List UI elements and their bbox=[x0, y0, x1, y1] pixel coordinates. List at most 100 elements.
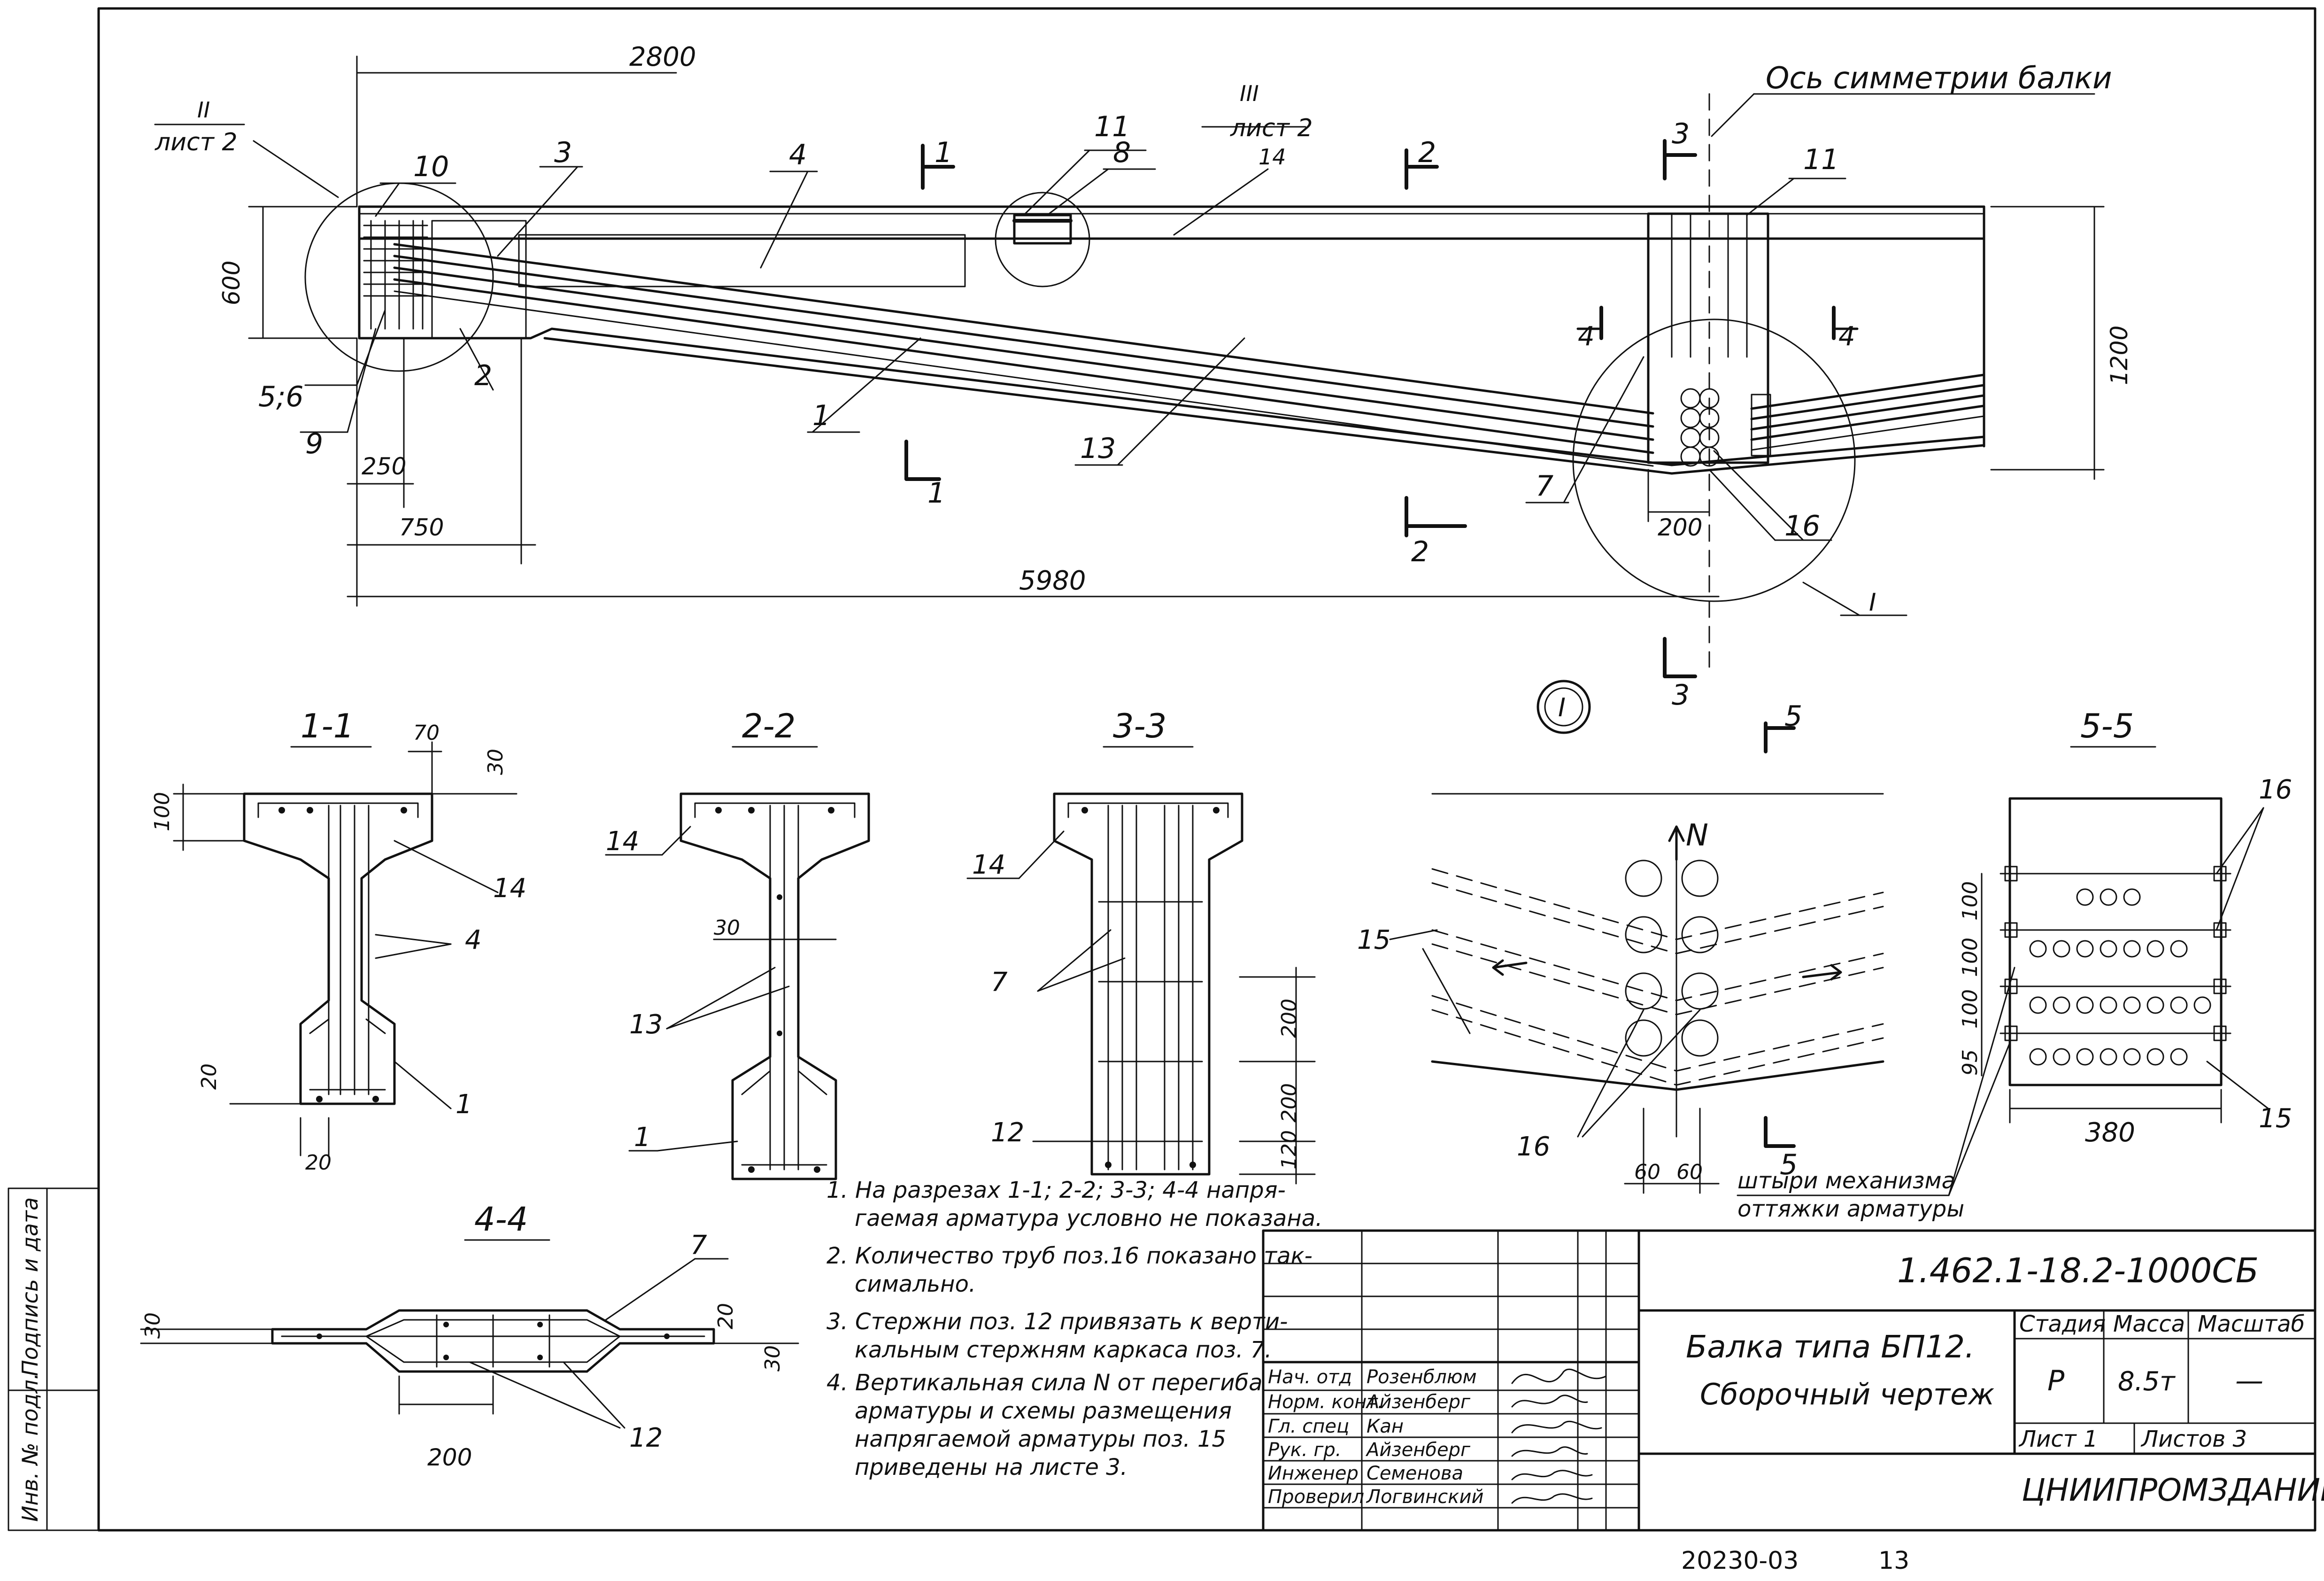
cut-3-top: 3 bbox=[1672, 117, 1690, 150]
s11-dim-20-bottom: 20 bbox=[305, 1151, 332, 1175]
section-1-1-title: 1-1 bbox=[301, 707, 354, 745]
sig-role-5: Инженер bbox=[1268, 1463, 1359, 1484]
s11-dim-70: 70 bbox=[413, 721, 440, 745]
dim-600: 600 bbox=[218, 261, 245, 305]
section-3-3-title: 3-3 bbox=[1113, 707, 1166, 745]
callout-10: 10 bbox=[413, 150, 449, 183]
organization: ЦНИИПРОМЗДАНИЙ bbox=[2022, 1472, 2324, 1508]
node-callout-15: 15 bbox=[1357, 925, 1390, 955]
sig-role-2: Норм. конт. bbox=[1268, 1391, 1383, 1413]
node-dim-60-a: 60 bbox=[1634, 1160, 1660, 1184]
sig-name-4: Айзенберг bbox=[1365, 1439, 1471, 1461]
bottom-page: 13 bbox=[1878, 1547, 1909, 1575]
sig-name-1: Розенблюм bbox=[1367, 1366, 1477, 1388]
cut-3-bottom: 3 bbox=[1672, 679, 1690, 712]
note-line-4: симально. bbox=[855, 1271, 976, 1297]
s11-dim-100: 100 bbox=[150, 792, 174, 831]
callout-1: 1 bbox=[812, 399, 830, 432]
mass-value: 8.5т bbox=[2118, 1366, 2176, 1397]
callout-7-main: 7 bbox=[1536, 470, 1553, 503]
s11-callout-4: 4 bbox=[465, 925, 482, 955]
dim-750: 750 bbox=[399, 514, 444, 541]
s44-callout-7: 7 bbox=[690, 1230, 707, 1261]
callout-11-top: 11 bbox=[1094, 110, 1130, 143]
section-5-5 bbox=[1981, 797, 2231, 1124]
sig-role-4: Рук. гр. bbox=[1268, 1439, 1342, 1461]
note-line-3: 2. Количество труб поз.16 показано так- bbox=[826, 1243, 1313, 1269]
s55-dim-100-b: 100 bbox=[1958, 938, 1982, 977]
callout-14-top: 14 bbox=[1259, 144, 1286, 170]
sig-name-3: Кан bbox=[1367, 1416, 1404, 1437]
note-line-1: 1. На разрезах 1-1; 2-2; 3-3; 4-4 напря- bbox=[826, 1177, 1286, 1203]
cut-2-top: 2 bbox=[1418, 136, 1436, 169]
dim-5980: 5980 bbox=[1019, 566, 1086, 596]
s22-dim-30: 30 bbox=[714, 916, 740, 940]
cut-1-top: 1 bbox=[934, 136, 952, 169]
callout-9: 9 bbox=[305, 427, 323, 460]
note-line-5: 3. Стержни поз. 12 привязать к верти- bbox=[826, 1309, 1288, 1335]
node-ref-III-num: III bbox=[1240, 81, 1259, 106]
section-5-5-title: 5-5 bbox=[2080, 707, 2134, 745]
sheet-frame bbox=[8, 7, 2316, 1532]
end-anchor-bars bbox=[363, 220, 428, 330]
node-ref-I: I bbox=[1869, 589, 1876, 617]
s55-dim-100-a: 100 bbox=[1958, 881, 1982, 921]
s55-dim-95: 95 bbox=[1958, 1049, 1982, 1076]
dim-1200: 1200 bbox=[2106, 326, 2133, 385]
cut-1-bottom: 1 bbox=[927, 477, 945, 510]
sheets-total: Листов 3 bbox=[2140, 1426, 2247, 1452]
s33-dim-200-a: 200 bbox=[1277, 999, 1301, 1038]
s22-callout-13: 13 bbox=[629, 1009, 663, 1040]
section-4-4 bbox=[271, 1309, 715, 1373]
sig-name-2: Айзенберг bbox=[1365, 1391, 1471, 1413]
callout-4: 4 bbox=[789, 139, 807, 171]
scale-header: Масштаб bbox=[2198, 1311, 2305, 1337]
axis-of-symmetry-label: Ось симметрии балки bbox=[1766, 61, 2112, 96]
s11-callout-14: 14 bbox=[493, 873, 526, 904]
scale-value: — bbox=[2235, 1364, 2263, 1397]
stage-header: Стадия bbox=[2019, 1311, 2106, 1337]
s55-dim-100-c: 100 bbox=[1958, 989, 1982, 1029]
pipe-bundle-16 bbox=[1680, 388, 1720, 467]
sig-role-6: Проверил bbox=[1268, 1486, 1364, 1508]
side-label-signature: Подпись и дата bbox=[17, 1197, 43, 1376]
notes-block: 1. На разрезах 1-1; 2-2; 3-3; 4-4 напря-… bbox=[826, 1177, 1322, 1480]
sig-name-6: Логвинский bbox=[1366, 1486, 1483, 1508]
main-callout-leaders bbox=[253, 126, 1907, 616]
section-4-4-title: 4-4 bbox=[474, 1200, 528, 1239]
node-callout-16: 16 bbox=[1517, 1132, 1550, 1162]
doc-code: 1.462.1-18.2-1000СБ bbox=[1897, 1251, 2259, 1290]
section-2-2 bbox=[679, 792, 870, 1180]
dim-250: 250 bbox=[362, 453, 406, 480]
s11-dim-30: 30 bbox=[484, 749, 508, 775]
cut-5-top: 5 bbox=[1784, 700, 1802, 733]
dim-2800: 2800 bbox=[629, 42, 696, 72]
mass-header: Масса bbox=[2113, 1311, 2185, 1337]
cut-4-right: 4 bbox=[1838, 321, 1855, 352]
note-line-2: гаемая арматура условно не показана. bbox=[855, 1205, 1322, 1232]
section-3-3 bbox=[1053, 792, 1243, 1176]
callout-2: 2 bbox=[474, 359, 492, 392]
s22-callout-14: 14 bbox=[606, 826, 639, 857]
node-detail-I bbox=[1431, 680, 1884, 1194]
s44-dim-20: 20 bbox=[714, 1303, 738, 1329]
title-block bbox=[1262, 1229, 2316, 1532]
callout-8: 8 bbox=[1113, 136, 1131, 169]
sig-name-5: Семенова bbox=[1367, 1463, 1463, 1484]
callout-5-6: 5;6 bbox=[258, 380, 304, 413]
node-dim-60-b: 60 bbox=[1676, 1160, 1703, 1184]
side-label-inventory: Инв. № подл. bbox=[17, 1373, 43, 1522]
node-ref-III-sheet: лист 2 bbox=[1230, 114, 1313, 142]
note-line-10: приведены на листе 3. bbox=[855, 1454, 1127, 1480]
title-line-2: Сборочный чертеж bbox=[1700, 1377, 1994, 1411]
note-line-7: 4. Вертикальная сила N от перегиба bbox=[826, 1370, 1262, 1396]
section-1-1 bbox=[243, 792, 433, 1105]
dim-200-main: 200 bbox=[1658, 514, 1702, 541]
callout-11-right: 11 bbox=[1803, 143, 1839, 176]
callout-13: 13 bbox=[1080, 432, 1116, 465]
node-ref-II-sheet: лист 2 bbox=[154, 128, 238, 156]
s55-dim-380: 380 bbox=[2085, 1117, 2135, 1148]
s44-dim-200: 200 bbox=[427, 1444, 472, 1471]
s11-dim-20-left: 20 bbox=[197, 1063, 221, 1090]
